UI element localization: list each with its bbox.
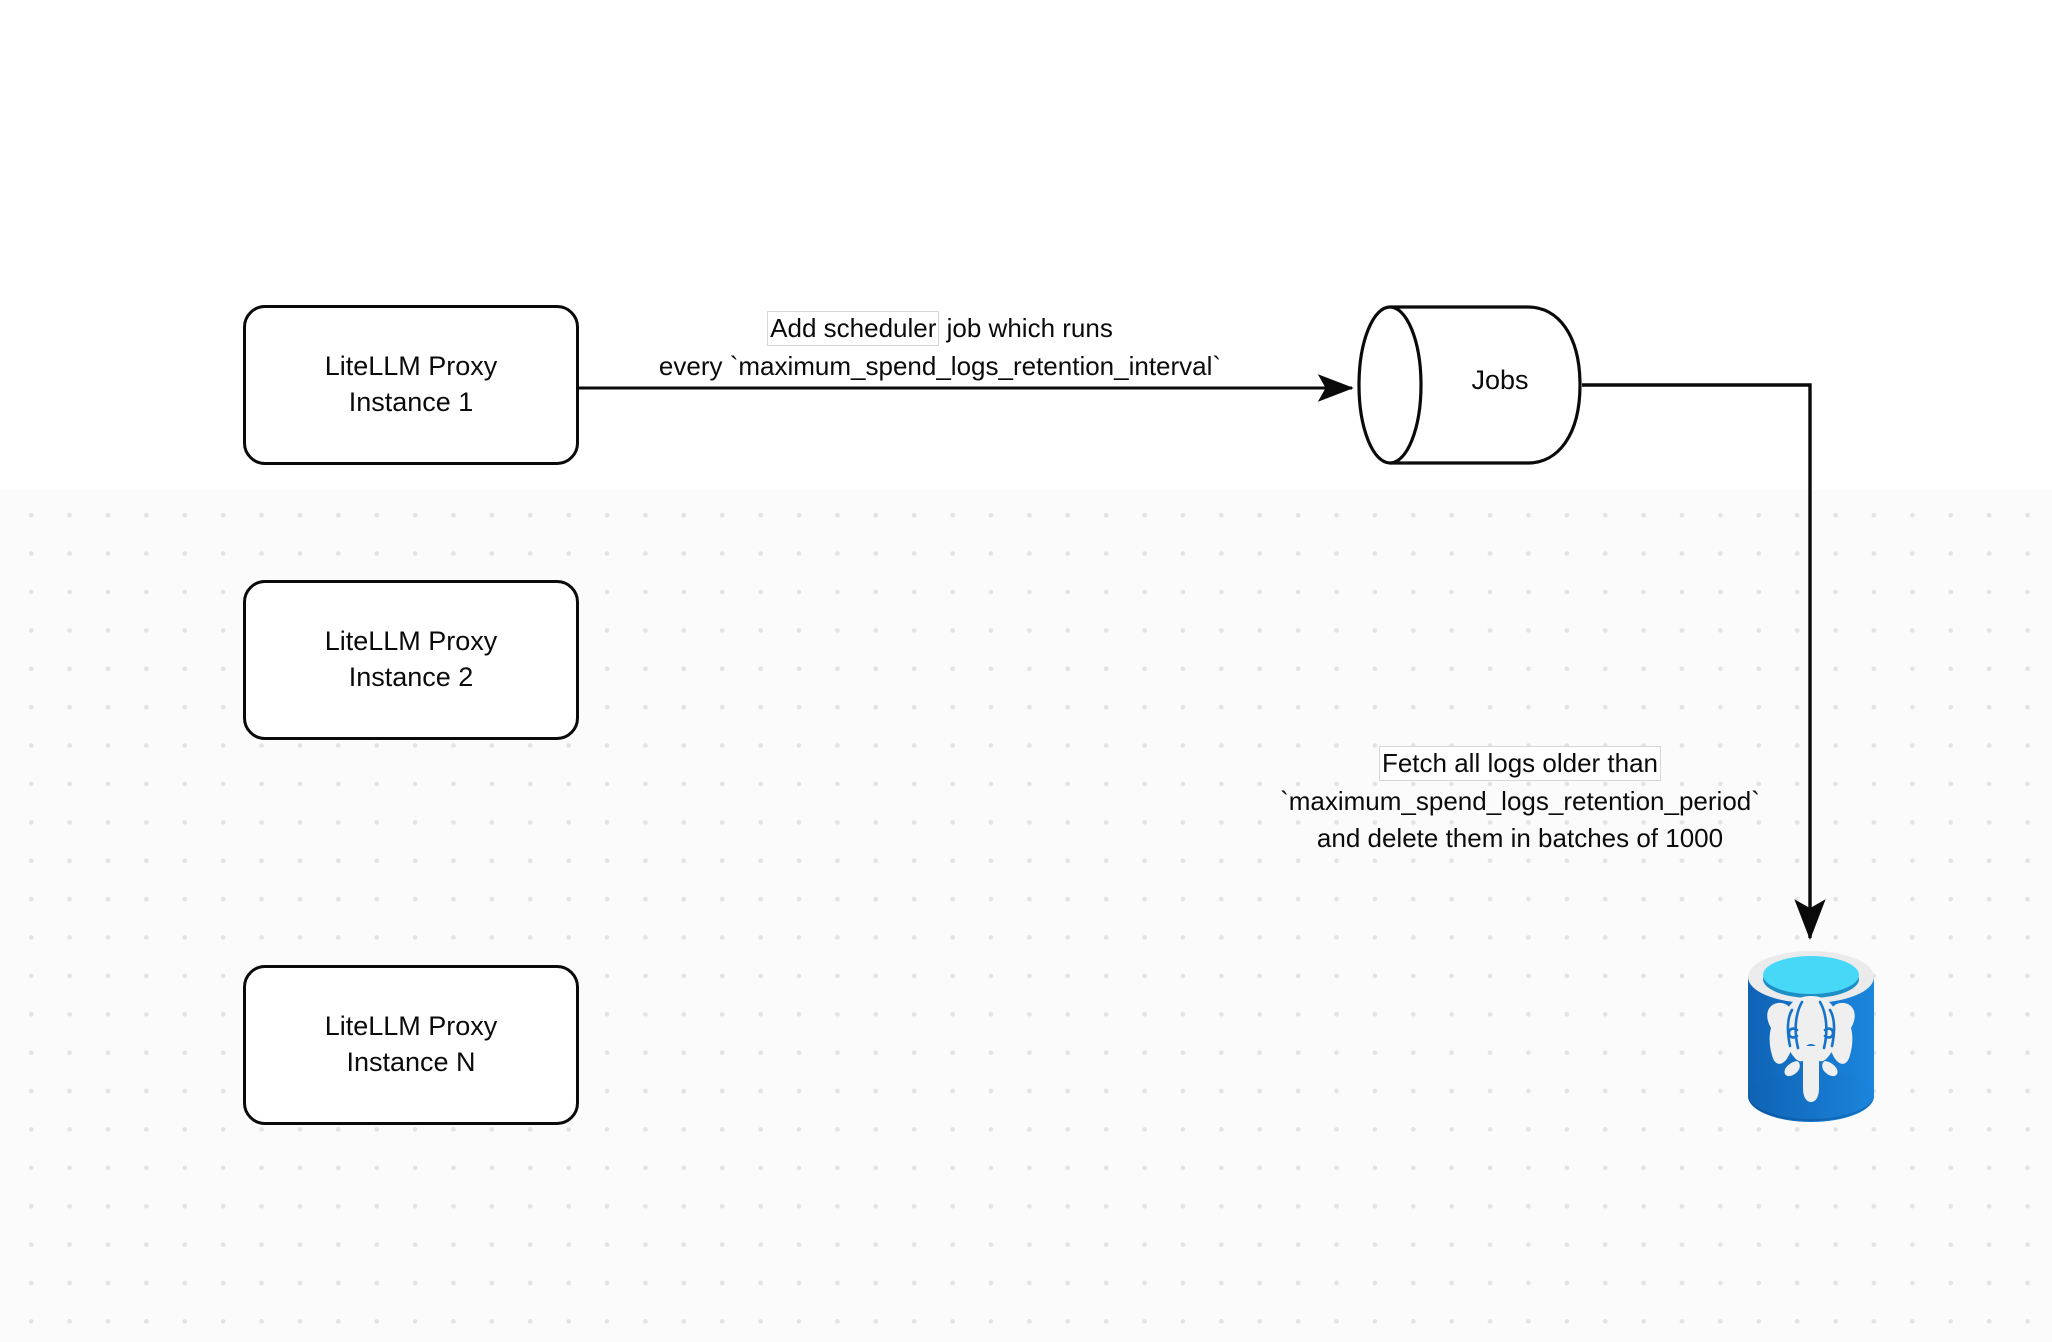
postgresql-icon[interactable] xyxy=(1745,946,1877,1128)
edge-label-line1: Fetch all logs older than xyxy=(1240,745,1800,783)
edge-label-fetch: Fetch all logs older than `maximum_spend… xyxy=(1240,745,1800,858)
node-label-line2: Instance N xyxy=(346,1047,476,1077)
node-label-line2: Instance 2 xyxy=(348,662,474,692)
edge-label-scheduler: Add scheduler job which runs every `maxi… xyxy=(590,310,1290,385)
edge-label-line2: every `maximum_spend_logs_retention_inte… xyxy=(658,350,1222,381)
edge-label-line1-rest: job which runs xyxy=(939,313,1113,343)
node-label-line1: LiteLLM Proxy xyxy=(324,351,498,382)
node-litellm-proxy-instance-1[interactable]: LiteLLM Proxy Instance 1 xyxy=(243,305,579,465)
node-label-line2: Instance 1 xyxy=(348,387,474,417)
edge-jobs-to-database xyxy=(1582,383,1826,941)
edge-label-line2: `maximum_spend_logs_retention_period` xyxy=(1280,785,1760,816)
node-litellm-proxy-instance-n[interactable]: LiteLLM Proxy Instance N xyxy=(243,965,579,1125)
edge-label-highlight: Add scheduler xyxy=(767,311,940,346)
edge-label-highlight: Fetch all logs older than xyxy=(1378,746,1662,781)
node-label-line1: LiteLLM Proxy xyxy=(324,626,498,657)
node-label-line1: LiteLLM Proxy xyxy=(324,1011,498,1042)
node-litellm-proxy-instance-2[interactable]: LiteLLM Proxy Instance 2 xyxy=(243,580,579,740)
edge-label-line3: and delete them in batches of 1000 xyxy=(1316,823,1724,854)
edge-label-line1: Add scheduler job which runs xyxy=(590,310,1290,348)
node-jobs-label: Jobs xyxy=(1471,365,1529,395)
node-jobs-cylinder[interactable] xyxy=(1357,305,1582,465)
